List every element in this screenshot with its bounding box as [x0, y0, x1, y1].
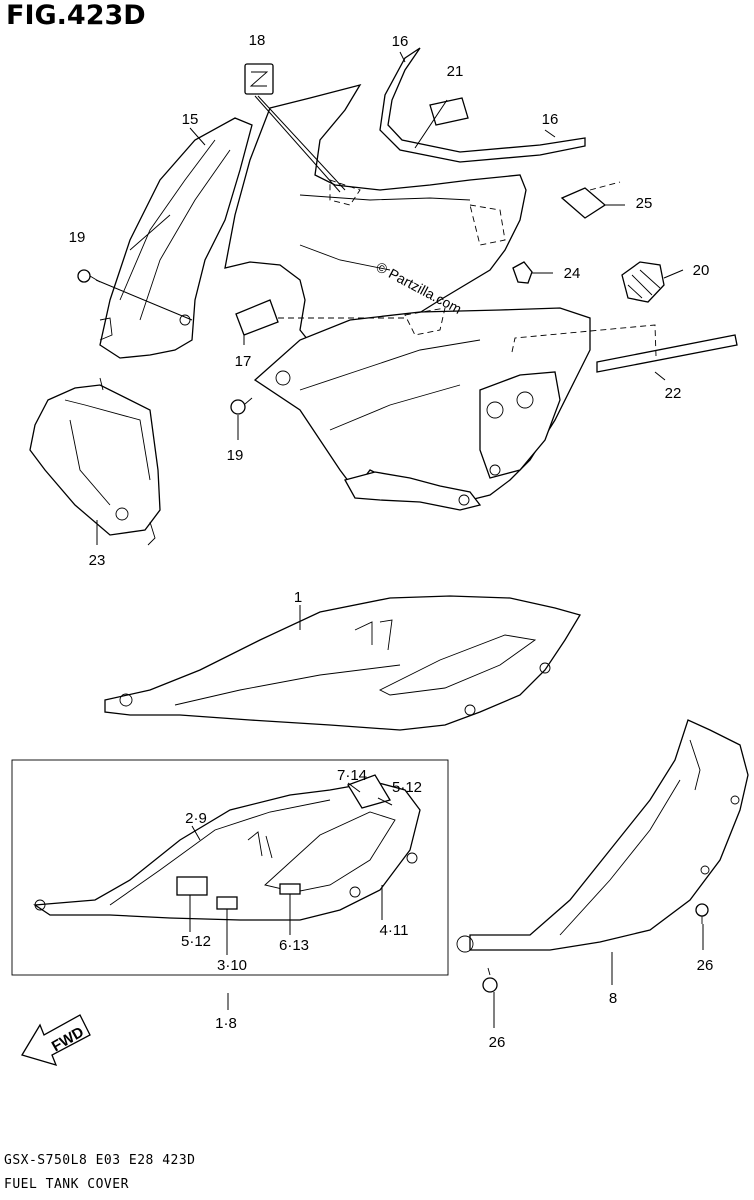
callout-2-9: 2·9: [185, 810, 207, 827]
part-23-inner-bracket[interactable]: [29, 377, 161, 546]
callout-18: 18: [249, 32, 266, 49]
callout-8: 8: [609, 990, 617, 1007]
callout-20: 20: [693, 262, 710, 279]
callout-25: 25: [636, 195, 653, 212]
part-26-screw-lower[interactable]: [482, 967, 498, 993]
part-1-lower-cover[interactable]: [104, 595, 581, 731]
callout-26-right: 26: [697, 957, 714, 974]
part-16-trim-strip[interactable]: [379, 47, 586, 163]
inset-box: [11, 759, 449, 976]
callout-5-12-upper: 5·12: [392, 779, 422, 796]
callout-16-upper: 16: [392, 33, 409, 50]
callout-4-11: 4·11: [380, 922, 409, 939]
leader-lines: [95, 51, 704, 1028]
callout-6-13: 6·13: [279, 937, 309, 954]
callout-7-14: 7·14: [337, 767, 367, 784]
callout-26-lower: 26: [489, 1034, 506, 1051]
figure-name: FUEL TANK COVER: [4, 1177, 129, 1192]
part-17-pad[interactable]: [235, 299, 279, 336]
callout-19-lower: 19: [227, 447, 244, 464]
fwd-arrow-icon: FWD: [21, 1014, 91, 1067]
callout-21: 21: [447, 63, 464, 80]
upper-tank-cover[interactable]: [224, 83, 527, 356]
figure-title: FIG.423D: [6, 0, 146, 31]
callout-1-8: 1·8: [215, 1015, 237, 1032]
callout-19-upper: 19: [69, 229, 86, 246]
figure-code: GSX-S750L8 E03 E28 423D: [4, 1153, 196, 1168]
part-25-pad[interactable]: [560, 187, 607, 219]
part-24-clip[interactable]: [512, 261, 533, 284]
part-18-emblem[interactable]: [244, 63, 274, 95]
callout-17: 17: [235, 353, 252, 370]
part-21-pad[interactable]: [429, 97, 469, 126]
callout-5-12-lower: 5·12: [181, 933, 211, 950]
callout-15: 15: [182, 111, 199, 128]
part-20-rubber-pad[interactable]: [621, 261, 665, 303]
callout-3-10: 3·10: [217, 957, 247, 974]
callout-16-right: 16: [542, 111, 559, 128]
part-26-screw-right[interactable]: [695, 903, 709, 924]
callout-24: 24: [564, 265, 581, 282]
part-15-left-cover[interactable]: [99, 117, 253, 359]
part-19-screw-lower[interactable]: [230, 397, 253, 415]
callout-22: 22: [665, 385, 682, 402]
side-panel-assembly[interactable]: [253, 307, 591, 511]
callout-1: 1: [294, 589, 302, 606]
callout-23: 23: [89, 552, 106, 569]
part-22-trim-strip[interactable]: [596, 334, 738, 373]
part-8-side-cover[interactable]: [456, 719, 749, 953]
